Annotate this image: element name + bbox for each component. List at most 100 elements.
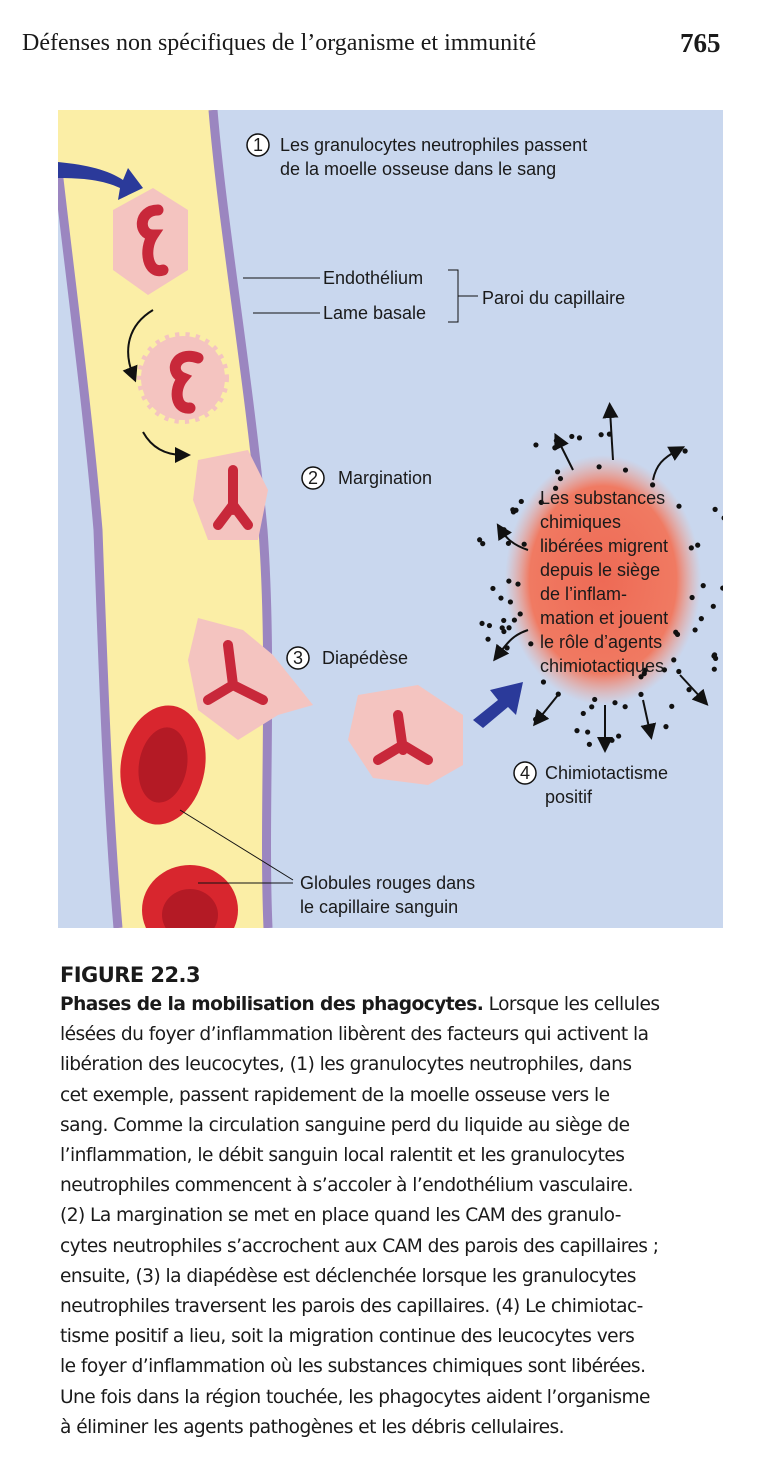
chemical-particle — [671, 657, 677, 663]
chemical-particle — [538, 499, 544, 505]
wall-bracket — [448, 269, 478, 323]
step-3-number: 3 — [293, 648, 303, 668]
chemical-particle — [609, 737, 615, 743]
capillary-wall-right — [208, 110, 273, 928]
chemical-particle — [663, 724, 669, 730]
chemical-particle — [585, 729, 591, 735]
chemical-particle — [682, 448, 688, 454]
migration-arrow-icon — [473, 682, 523, 728]
chemical-particle — [616, 733, 622, 739]
chemical-particle — [510, 507, 516, 513]
caption-line: neutrophiles traversent les parois des c… — [60, 1296, 643, 1318]
neutrophil-cell — [193, 450, 268, 540]
chemical-particle — [505, 540, 512, 546]
diffusion-arrows — [493, 402, 709, 753]
margination-label: Margination — [338, 468, 432, 488]
chemical-particle — [676, 503, 682, 509]
chemical-particle — [557, 475, 564, 482]
chemical-particle — [592, 696, 598, 703]
chemical-particle — [720, 585, 723, 591]
chemical-particle — [518, 498, 524, 505]
step-4-line1: Chimiotactisme — [545, 763, 668, 783]
running-header: Défenses non spécifiques de l’organisme … — [22, 30, 537, 56]
chemical-particle — [477, 537, 483, 543]
chemical-particle — [501, 628, 507, 635]
chemical-particle — [638, 691, 644, 697]
chemical-particle — [661, 667, 668, 673]
chemical-particle — [554, 469, 561, 475]
globules-line2: le capillaire sanguin — [300, 897, 458, 917]
figure-label: FIGURE 22.3 — [60, 963, 201, 987]
chemical-particle — [574, 728, 580, 734]
chemical-particle — [479, 620, 485, 627]
step-1-line2: de la moelle osseuse dans le sang — [280, 159, 556, 179]
globules-line1: Globules rouges dans — [300, 873, 475, 893]
chemical-particle — [580, 710, 586, 717]
step-4-number: 4 — [520, 763, 530, 783]
chemical-particle — [540, 679, 547, 685]
neutrophil-cell — [113, 188, 188, 295]
chemical-particle — [642, 667, 648, 673]
caption-line: libération des leucocytes, (1) les granu… — [60, 1054, 632, 1076]
step-3-marker — [286, 646, 310, 670]
capillary-wall-left — [58, 169, 123, 928]
neutrophil-cell — [137, 332, 229, 424]
endothelium-label: Endothélium — [323, 268, 423, 288]
caption-line: Lorsque les cellules — [483, 994, 661, 1015]
neutrophil-cell — [348, 685, 463, 785]
step-4-line2: positif — [545, 787, 593, 807]
phagocyte-mobilization-figure: Les substances chimiques libérées migren… — [58, 110, 723, 928]
capillary-vessel — [58, 110, 268, 928]
chemical-particle — [700, 583, 706, 589]
chemical-particle — [480, 541, 486, 547]
svg-text:de l’inflam-: de l’inflam- — [540, 584, 627, 604]
chemical-particle — [506, 625, 512, 631]
chemical-particle — [533, 442, 539, 448]
paroi-label: Paroi du capillaire — [482, 288, 625, 308]
chemical-particle — [698, 616, 704, 622]
caption-line: lésées du foyer d’inflammation libèrent … — [60, 1024, 649, 1046]
chemical-particle — [586, 741, 592, 747]
neutrophil-cell — [188, 618, 313, 740]
chemical-particle — [498, 595, 504, 601]
chemical-particle — [515, 581, 521, 587]
inflammation-site — [505, 455, 701, 705]
chemical-particle — [689, 594, 695, 601]
caption-line: sang. Comme la circulation sanguine perd… — [60, 1114, 630, 1136]
movement-arrow-icon — [122, 309, 154, 383]
svg-text:mation et jouent: mation et jouent — [540, 608, 668, 628]
chemical-particle — [622, 467, 629, 473]
chemical-particle — [649, 482, 656, 488]
chemical-particle — [576, 435, 583, 441]
step-1-line1: Les granulocytes neutrophiles passent — [280, 135, 587, 155]
chemical-particle — [552, 445, 558, 451]
caption-line: Une fois dans la région touchée, les pha… — [60, 1386, 650, 1408]
chemical-particle — [676, 668, 682, 675]
lame-basale-label: Lame basale — [323, 303, 426, 323]
step-1-marker — [246, 133, 270, 157]
svg-text:Les substances: Les substances — [540, 488, 665, 508]
caption-line: à éliminer les agents pathogènes et les … — [60, 1416, 565, 1438]
globules-leader — [179, 809, 294, 881]
chemical-particle — [695, 542, 701, 548]
chemical-particle — [638, 674, 644, 680]
chemical-particle — [511, 617, 518, 623]
chemical-particle — [674, 631, 681, 637]
caption-line: ensuite, (3) la diapédèse est déclenchée… — [60, 1265, 636, 1287]
chemical-particle — [485, 636, 491, 642]
caption-line: neutrophiles commencent à s’accoler à l’… — [60, 1175, 634, 1197]
chemical-particle — [528, 641, 534, 647]
caption-line: cet exemple, passent rapidement de la mo… — [60, 1084, 610, 1106]
step-2-number: 2 — [308, 468, 318, 488]
caption-line: l’inflammation, le débit sanguin local r… — [60, 1145, 625, 1167]
page-number: 765 — [680, 28, 721, 58]
caption-line: (2) La margination se met en place quand… — [60, 1205, 621, 1227]
chemical-particle — [688, 545, 694, 551]
chemical-particle — [486, 622, 493, 629]
figure-caption: FIGURE 22.3 Phases de la mobilisation de… — [60, 960, 740, 1443]
svg-text:depuis le siège: depuis le siège — [540, 560, 660, 580]
chemical-particle — [569, 433, 575, 440]
chemical-particle — [612, 700, 618, 706]
chemical-particle — [507, 599, 514, 605]
step-1-number: 1 — [253, 135, 263, 155]
